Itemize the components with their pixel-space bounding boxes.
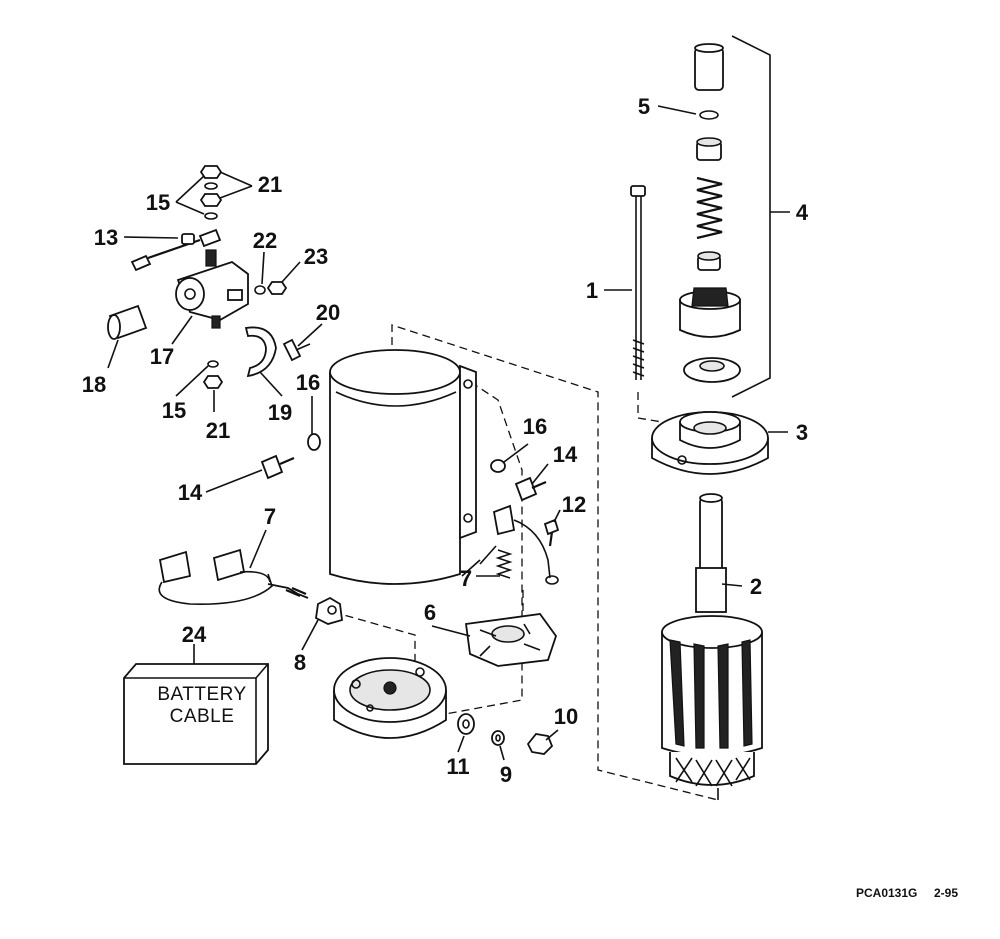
- callout-16-right: 16: [523, 414, 547, 439]
- callout-11: 11: [446, 754, 469, 779]
- callout-16-left: 16: [296, 370, 320, 395]
- callout-18: 18: [82, 372, 106, 397]
- leader-lines: [107, 105, 788, 761]
- cable-label: CABLE: [170, 706, 235, 727]
- field-frame: [329, 349, 477, 585]
- callout-21-top: 21: [258, 172, 282, 197]
- callout-4: 4: [796, 200, 809, 225]
- through-bolt: [630, 185, 646, 380]
- sleeve: [107, 304, 148, 340]
- callout-17: 17: [150, 344, 174, 369]
- callout-24: 24: [182, 622, 207, 647]
- callout-5: 5: [638, 94, 650, 119]
- revision-code: 2-95: [934, 886, 958, 900]
- callout-7-right: 7: [460, 566, 472, 591]
- mounting-strap: [244, 326, 311, 378]
- callout-3: 3: [796, 420, 808, 445]
- bracket-part-4: [731, 35, 790, 398]
- battery-label: BATTERY: [157, 684, 246, 705]
- callout-15-bottom: 15: [162, 398, 186, 423]
- callout-19: 19: [268, 400, 292, 425]
- callout-10: 10: [554, 704, 578, 729]
- figure-reference: PCA0131G 2-95: [856, 886, 958, 900]
- solenoid: [175, 249, 249, 329]
- terminal-bolt: [130, 228, 222, 272]
- callout-6: 6: [424, 600, 436, 625]
- callout-20: 20: [316, 300, 340, 325]
- armature: [661, 493, 763, 800]
- end-hardware: [457, 713, 554, 755]
- battery-cable-box: BATTERY CABLE: [123, 663, 269, 765]
- callout-13: 13: [94, 225, 118, 250]
- callout-21-bottom: 21: [206, 418, 230, 443]
- callout-1: 1: [586, 278, 598, 303]
- commutator-end-cap: [333, 657, 447, 739]
- callout-14-left: 14: [178, 480, 203, 505]
- reference-code: PCA0131G: [856, 886, 917, 900]
- callout-9: 9: [500, 762, 512, 787]
- callout-12: 12: [562, 492, 586, 517]
- callout-2: 2: [750, 574, 762, 599]
- callout-14-right: 14: [553, 442, 578, 467]
- screws: [260, 433, 560, 547]
- drive-end-cap: [651, 411, 769, 475]
- callout-15-top: 15: [146, 190, 170, 215]
- nuts-washers: [199, 165, 288, 389]
- callout-23: 23: [304, 244, 328, 269]
- terminal-bracket: [315, 596, 343, 625]
- brushes: [158, 504, 559, 605]
- brush-holder-plate: [464, 613, 558, 667]
- callout-22: 22: [253, 228, 277, 253]
- callout-7-left: 7: [264, 504, 276, 529]
- callout-8: 8: [294, 650, 306, 675]
- callout-labels: 1 2 3 4 5 6 7 7 8 9 10 11 12 13 14 14 15…: [82, 94, 809, 787]
- drive-assembly: [679, 43, 741, 383]
